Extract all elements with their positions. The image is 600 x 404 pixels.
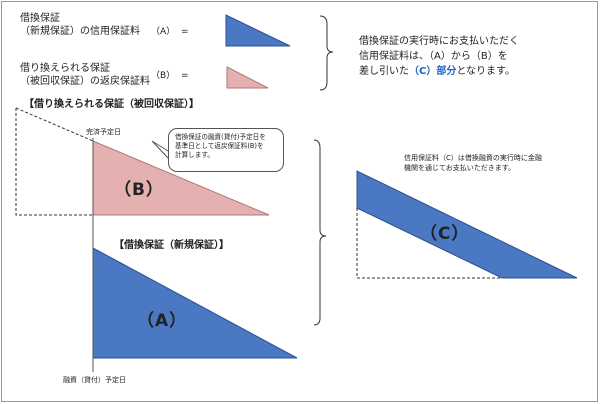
summary-line3: 差し引いた（C）部分となります。 — [359, 66, 515, 79]
right-note-line1: 信用保証料（C）は借換融資の実行時に金融 — [404, 154, 542, 162]
callout-pointer — [151, 140, 169, 159]
summary-line1: 借換保証の実行時にお支払いただく — [359, 36, 519, 47]
section-new-title: 【借換保証（新規保証）】 — [114, 240, 229, 251]
brace-top — [319, 15, 334, 91]
legend-refinanced-symbol: （B） — [151, 71, 176, 81]
legend-refinanced-line1: 借り換えられる保証 — [20, 63, 110, 74]
shape-c — [356, 170, 578, 279]
dashed-outline-c — [356, 208, 502, 279]
triangle-a — [92, 247, 298, 359]
legend-triangle-b — [226, 66, 269, 89]
legend-refinanced-line2: （被回収保証）の返戻保証料 — [20, 76, 150, 87]
summary-line3-prefix: 差し引いた — [359, 66, 409, 77]
legend-triangle-a — [225, 14, 291, 47]
callout-line3: 計算します。 — [175, 150, 214, 159]
callout-line2: 基準日として返戻保証料(B)を — [175, 141, 264, 150]
summary-line3-suffix: となります。 — [456, 66, 516, 77]
repay-date-label: 完済予定日 — [86, 128, 121, 136]
callout-line1: 借換保証の融資(貸付)予定日を — [175, 133, 266, 141]
legend-new-symbol: （A） — [151, 27, 176, 37]
legend-new-line2: （新規保証）の信用保証料 — [20, 26, 140, 37]
label-a: （A） — [137, 311, 188, 331]
dashed-outline-refinanced — [15, 108, 93, 216]
label-c: （C） — [420, 224, 470, 244]
legend-refinanced-equals: = — [181, 71, 189, 81]
summary-line2: 信用保証料は、（A）から（B）を — [359, 51, 508, 62]
callout-box: 借換保証の融資(貸付)予定日を 基準日として返戻保証料(B)を 計算します。 — [168, 128, 284, 172]
right-note-line2: 機関を通じてお支払いただきます。 — [404, 164, 516, 172]
legend-new-equals: = — [181, 27, 189, 37]
dashed-hypotenuse-refinanced — [15, 107, 94, 142]
brace-right — [313, 139, 327, 326]
loan-date-label: 融資（貸付）予定日 — [63, 376, 126, 384]
summary-highlight: （C）部分 — [409, 66, 457, 77]
legend-new-line1: 借換保証 — [20, 13, 60, 24]
label-b: （B） — [114, 180, 164, 200]
section-refinanced-title: 【借り換えられる保証（被回収保証）】 — [24, 99, 199, 110]
